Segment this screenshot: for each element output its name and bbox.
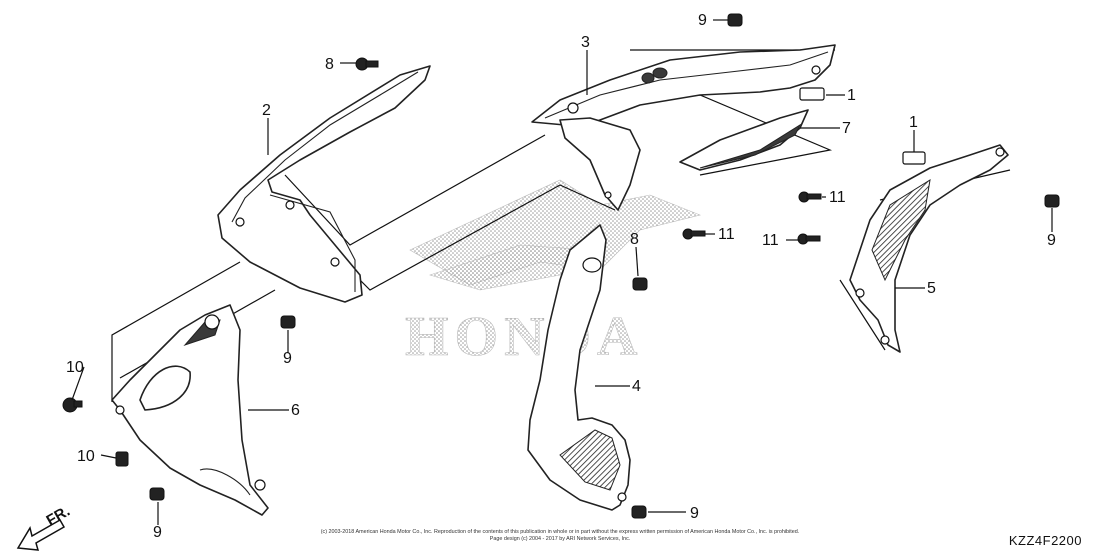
fastener-10-upper[interactable]	[62, 397, 83, 413]
callout-1-b: 1	[909, 114, 918, 131]
fastener-11-right-upper[interactable]	[798, 191, 822, 203]
front-label: FR.	[44, 503, 73, 530]
callout-3: 3	[581, 34, 590, 51]
part-3-inner-panel[interactable]	[559, 102, 641, 211]
callout-8-center: 8	[630, 231, 639, 248]
part-6-lower-shroud[interactable]	[111, 304, 269, 516]
callout-10-upper: 10	[66, 359, 84, 376]
part-3-upper-right-shroud[interactable]	[531, 44, 836, 129]
diagram-code: KZZ4F2200	[1008, 533, 1082, 548]
callout-labels: 2 3 1 1 7 4 5 6 8 8 9 9 9 9 9 10 10 11 1…	[66, 12, 1056, 541]
callout-8-top: 8	[325, 56, 334, 73]
fastener-9-right[interactable]	[1044, 194, 1060, 208]
part-4-center-shroud[interactable]	[527, 224, 631, 511]
honda-watermark: HONDA	[405, 179, 701, 368]
watermark-text: HONDA	[405, 306, 643, 368]
callout-1-a: 1	[847, 87, 856, 104]
front-direction-marker: FR.	[16, 503, 73, 551]
fastener-10-lower[interactable]	[115, 451, 129, 467]
callout-10-lower: 10	[77, 448, 95, 465]
fastener-8-center[interactable]	[632, 277, 648, 291]
fastener-9-bottom-center[interactable]	[631, 505, 647, 519]
front-arrow-icon	[16, 518, 66, 551]
callout-2: 2	[262, 102, 271, 119]
callout-9-right: 9	[1047, 232, 1056, 249]
callout-5: 5	[927, 280, 936, 297]
callout-11-right-lower: 11	[762, 232, 779, 249]
fastener-11-right-lower[interactable]	[797, 233, 821, 245]
callout-9-lower-left: 9	[153, 524, 162, 541]
callout-11-center: 11	[718, 226, 735, 243]
callout-6: 6	[291, 402, 300, 419]
part-1-clip-a[interactable]	[799, 87, 825, 101]
part-1-clip-b[interactable]	[902, 151, 926, 165]
copyright-line-1: (c) 2003-2018 American Honda Motor Co., …	[320, 529, 800, 535]
callout-4: 4	[632, 378, 641, 395]
fastener-9-top[interactable]	[727, 13, 743, 27]
callout-leaders	[71, 19, 1053, 525]
fastener-9-lower-left[interactable]	[149, 487, 165, 501]
fastener-9-left-mid[interactable]	[280, 315, 296, 329]
part-2-upper-shroud[interactable]	[217, 65, 431, 303]
part-7-blade-cover[interactable]	[679, 109, 809, 171]
callout-7: 7	[842, 120, 851, 137]
copyright-notice: (c) 2003-2018 American Honda Motor Co., …	[0, 529, 1120, 542]
part-5-right-panel[interactable]	[849, 144, 1009, 353]
callout-9-left-mid: 9	[283, 350, 292, 367]
callout-11-right-upper: 11	[829, 189, 846, 206]
copyright-line-2: Page design (c) 2004 - 2017 by ARI Netwo…	[489, 535, 631, 542]
callout-9-bottom-center: 9	[690, 505, 699, 522]
callout-9-top: 9	[698, 12, 707, 29]
fastener-8-top[interactable]	[355, 57, 379, 71]
fastener-11-center[interactable]	[682, 228, 706, 240]
